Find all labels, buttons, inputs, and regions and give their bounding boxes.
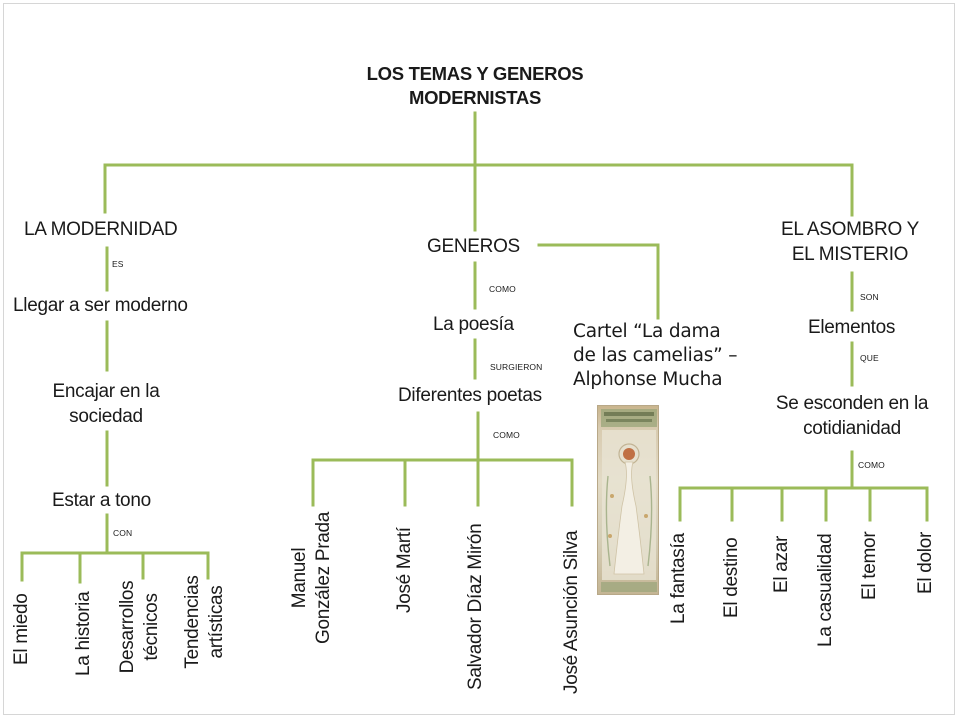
poster-illustration — [601, 409, 657, 592]
leaf-jose-asuncion-silva: José Asunción Silva — [561, 530, 582, 694]
connector-surgieron: SURGIERON — [490, 362, 543, 372]
leaf-el-azar: El azar — [771, 535, 792, 593]
connector-que: QUE — [860, 353, 879, 363]
node-el-asombro-y-el-misterio: EL ASOMBRO Y EL MISTERIO — [781, 219, 919, 265]
node-estar-a-tono: Estar a tono — [52, 490, 151, 511]
leaf-desarrollos-tecnicos: Desarrollos técnicos — [117, 580, 162, 674]
connector-como-1: COMO — [489, 284, 516, 294]
connector-como-2: COMO — [493, 430, 520, 440]
connector-con: CON — [113, 528, 133, 538]
node-llegar-a-ser-moderno: Llegar a ser moderno — [13, 295, 188, 316]
slide-frame — [3, 3, 955, 715]
node-la-modernidad: LA MODERNIDAD — [24, 219, 178, 240]
connector-es: ES — [112, 259, 124, 269]
poster-image — [597, 405, 659, 595]
node-encajar-en-la-sociedad: Encajar en la sociedad — [52, 381, 160, 427]
leaf-tendencias-artisticas: Tendencias artísticas — [182, 575, 227, 669]
connector-son: SON — [860, 292, 879, 302]
leaf-el-destino: El destino — [721, 537, 742, 618]
node-generos: GENEROS — [427, 236, 520, 257]
leaf-el-dolor: El dolor — [915, 531, 936, 594]
leaf-el-miedo: El miedo — [11, 593, 32, 665]
title-line-2: MODERNISTAS — [408, 87, 542, 109]
title-line-1: LOS TEMAS Y GENEROS — [366, 63, 584, 84]
leaf-la-casualidad: La casualidad — [815, 533, 836, 647]
leaf-la-fantasia: La fantasía — [668, 533, 689, 624]
leaf-salvador-diaz-miron: Salvador Díaz Mirón — [465, 523, 486, 690]
node-diferentes-poetas: Diferentes poetas — [398, 385, 542, 406]
connector-como-3: COMO — [858, 460, 885, 470]
diagram-title: LOS TEMAS Y GENEROS MODERNISTAS — [335, 62, 615, 110]
node-se-esconden-en-la-cotidianidad: Se esconden en la cotidianidad — [775, 393, 929, 439]
leaf-manuel-gonzalez-prada: Manuel González Prada — [289, 511, 334, 645]
node-elementos: Elementos — [808, 317, 896, 338]
leaf-la-historia: La historia — [73, 591, 94, 676]
caption-cartel: Cartel “La dama de las camelias” – Alpho… — [573, 321, 738, 391]
node-la-poesia: La poesía — [433, 314, 514, 335]
leaf-jose-marti: José Martí — [394, 527, 415, 613]
leaf-el-temor: El temor — [859, 531, 880, 600]
